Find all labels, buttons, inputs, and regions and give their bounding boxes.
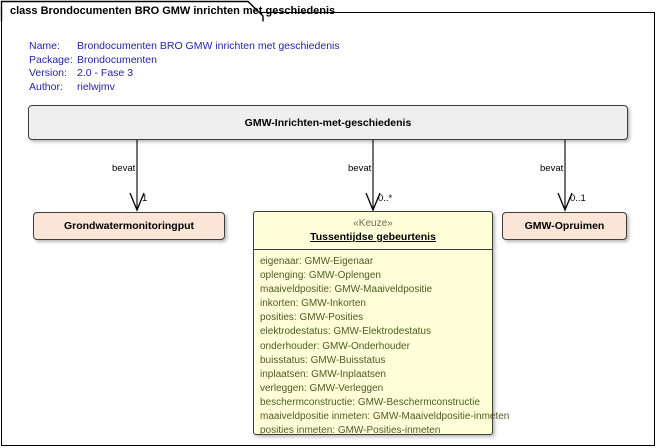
- meta-row-package: Package: Brondocumenten: [29, 54, 340, 68]
- class-box-tussentijdse-gebeurtenis[interactable]: «Keuze» Tussentijdse gebeurtenis eigenaa…: [253, 211, 509, 436]
- class-name-main: GMW-Inrichten-met-geschiedenis: [244, 116, 412, 129]
- meta-value-author: rielwjmv: [77, 80, 115, 93]
- class-attribute: inplaatsen: GMW-Inplaatsen: [260, 368, 386, 380]
- class-name-right: GMW-Opruimen: [524, 220, 605, 232]
- connector-label-right-name: bevat: [540, 163, 564, 174]
- class-attribute: maaiveldpositie inmeten: GMW-Maaiveldpos…: [260, 411, 510, 423]
- class-box-gmw-inrichten-met-geschiedenis[interactable]: GMW-Inrichten-met-geschiedenis: [28, 105, 628, 140]
- diagram-tab[interactable]: class Brondocumenten BRO GMW inrichten m…: [1, 1, 343, 21]
- meta-key-name: Name:: [29, 40, 60, 52]
- meta-row-version: Version: rielwjmv 2.0 - Fase 3: [29, 67, 340, 81]
- class-name-choice: Tussentijdse gebeurtenis: [310, 231, 436, 243]
- class-attribute: verleggen: GMW-Verleggen: [260, 382, 384, 394]
- class-attribute: elektrodestatus: GMW-Elektrodestatus: [260, 326, 431, 338]
- class-box-gmw-opruimen[interactable]: GMW-Opruimen: [502, 212, 627, 240]
- connector-label-left-multiplicity: 1: [142, 193, 148, 204]
- class-attribute: eigenaar: GMW-Eigenaar: [260, 256, 374, 267]
- class-stereotype-choice: «Keuze»: [353, 218, 393, 229]
- connector-label-middle-multiplicity: 0..*: [378, 193, 393, 204]
- connector-label-right-multiplicity: 0..1: [570, 193, 586, 204]
- meta-row-name: Name: Brondocumenten BRO GMW inrichten m…: [29, 40, 340, 54]
- class-box-grondwatermonitoringput[interactable]: Grondwatermonitoringput: [33, 212, 225, 240]
- class-name-left: Grondwatermonitoringput: [63, 220, 195, 232]
- diagram-frame: [1, 12, 655, 446]
- connector-label-middle-name: bevat: [348, 163, 372, 174]
- class-attribute: oplenging: GMW-Oplengen: [260, 270, 381, 282]
- class-attribute: maaiveldpositie: GMW-Maaiveldpositie: [260, 284, 433, 296]
- class-attribute: posities: GMW-Posities: [260, 312, 364, 324]
- meta-value-version-real: 2.0 - Fase 3: [77, 67, 134, 79]
- class-attribute-list: eigenaar: GMW-Eigenaar oplenging: GMW-Op…: [254, 250, 510, 442]
- meta-value-name: Brondocumenten BRO GMW inrichten met ges…: [77, 40, 340, 52]
- class-attribute: posities inmeten: GMW-Posities-inmeten: [260, 425, 441, 437]
- meta-key-version: Version:: [29, 67, 67, 79]
- class-header-choice: «Keuze» Tussentijdse gebeurtenis: [254, 212, 492, 250]
- meta-row-author: Author: rielwjmv: [29, 81, 340, 95]
- tab-label: class Brondocumenten BRO GMW inrichten m…: [10, 4, 336, 17]
- connector-label-left-name: bevat: [112, 163, 136, 174]
- class-attribute: buisstatus: GMW-Buisstatus: [260, 354, 386, 366]
- meta-value-package: Brondocumenten: [77, 53, 157, 66]
- class-attribute: onderhouder: GMW-Onderhouder: [260, 340, 410, 352]
- class-attribute: beschermconstructie: GMW-Beschermconstru…: [260, 396, 480, 408]
- diagram-metadata: Name: Brondocumenten BRO GMW inrichten m…: [29, 40, 340, 94]
- meta-key-package: Package:: [29, 53, 73, 66]
- class-attribute: inkorten: GMW-Inkorten: [260, 298, 366, 310]
- meta-key-author: Author:: [29, 80, 63, 93]
